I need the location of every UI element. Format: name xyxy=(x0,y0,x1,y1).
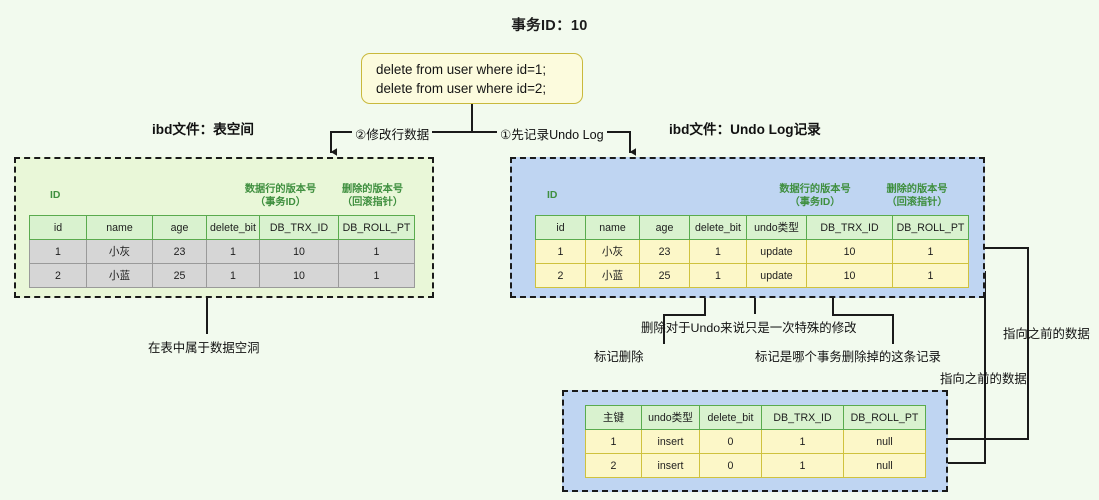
tablespace-cell: 小蓝 xyxy=(86,263,153,288)
insert-undolog-cell: 1 xyxy=(761,429,844,454)
tablespace-id-caption: ID xyxy=(50,190,61,201)
sql-line-2: delete from user where id=2; xyxy=(376,81,547,96)
insert-undolog-column-header: 主键 xyxy=(585,405,642,430)
tablespace-cell: 1 xyxy=(29,239,87,264)
tablespace-cell: 10 xyxy=(259,239,339,264)
undolog-caption-version: 数据行的版本号 （事务ID） xyxy=(765,184,865,209)
tablespace-cell: 2 xyxy=(29,263,87,288)
undolog-caption-version-line1: 数据行的版本号 xyxy=(779,184,851,195)
insert-undolog-cell: insert xyxy=(641,453,700,478)
tablespace-cell: 23 xyxy=(152,239,207,264)
undolog-caption-delete-version-line1: 删除的版本号 xyxy=(886,184,948,195)
insert-undolog-cell: null xyxy=(843,453,926,478)
connector-label-record-undo: ①先记录Undo Log xyxy=(497,124,607,143)
undolog-cell: 1 xyxy=(535,239,586,264)
undolog-column-header: delete_bit xyxy=(689,215,747,240)
tablespace-cell: 10 xyxy=(259,263,339,288)
insert-undolog-cell: insert xyxy=(641,429,700,454)
insert-undolog-column-header: delete_bit xyxy=(699,405,762,430)
undolog-cell: update xyxy=(746,263,807,288)
undolog-cell: 小蓝 xyxy=(585,263,640,288)
tablespace-caption-delete-version-line1: 删除的版本号 xyxy=(341,184,404,195)
tablespace-caption-version-line1: 数据行的版本号 xyxy=(244,184,317,195)
undolog-cell: 1 xyxy=(892,239,969,264)
insert-undolog-cell: 1 xyxy=(585,429,642,454)
undolog-cell: 25 xyxy=(639,263,690,288)
note-data-hole: 在表中属于数据空洞 xyxy=(148,341,260,355)
tablespace-caption-delete-version-line2: （回滚指针） xyxy=(341,196,404,208)
undolog-cell: 1 xyxy=(689,263,747,288)
note-mark-delete: 标记删除 xyxy=(594,350,644,364)
tablespace-column-header: DB_ROLL_PT xyxy=(338,215,415,240)
undolog-column-header: name xyxy=(585,215,640,240)
transaction-id-title: 事务ID：10 xyxy=(511,18,588,34)
insert-undolog-cell: null xyxy=(843,429,926,454)
tablespace-caption-version-line2: （事务ID） xyxy=(255,196,306,208)
undolog-column-header: undo类型 xyxy=(746,215,807,240)
tablespace-column-header: age xyxy=(152,215,207,240)
region-title-tablespace: ibd文件：表空间 xyxy=(152,122,254,137)
connector-label-modify-row: ②修改行数据 xyxy=(352,124,433,143)
sql-statement-box: delete from user where id=1; delete from… xyxy=(361,53,583,104)
tablespace-cell: 25 xyxy=(152,263,207,288)
undolog-cell: 10 xyxy=(806,263,893,288)
undolog-caption-delete-version: 删除的版本号 （回滚指针） xyxy=(872,184,962,209)
tablespace-cell: 小灰 xyxy=(86,239,153,264)
tablespace-cell: 1 xyxy=(338,239,415,264)
tablespace-cell: 1 xyxy=(338,263,415,288)
undolog-caption-version-line2: （事务ID） xyxy=(789,196,841,208)
arrow-mark-delete xyxy=(663,289,712,344)
undolog-cell: 1 xyxy=(892,263,969,288)
insert-undolog-cell: 0 xyxy=(699,429,762,454)
region-title-undolog: ibd文件：Undo Log记录 xyxy=(669,122,821,137)
undolog-column-header: age xyxy=(639,215,690,240)
pointer-line-row1 xyxy=(918,247,1029,443)
insert-undolog-cell: 0 xyxy=(699,453,762,478)
undolog-column-header: DB_ROLL_PT xyxy=(892,215,969,240)
tablespace-caption-delete-version: 删除的版本号 （回滚指针） xyxy=(330,184,415,209)
note-point-previous-2: 指向之前的数据 xyxy=(940,372,1027,386)
undolog-column-header: id xyxy=(535,215,586,240)
undolog-cell: 小灰 xyxy=(585,239,640,264)
tablespace-caption-version: 数据行的版本号 （事务ID） xyxy=(233,184,328,209)
sql-line-1: delete from user where id=1; xyxy=(376,62,547,77)
undolog-cell: 2 xyxy=(535,263,586,288)
insert-undolog-cell: 1 xyxy=(761,453,844,478)
undolog-cell: 1 xyxy=(689,239,747,264)
tablespace-cell: 1 xyxy=(206,263,260,288)
insert-undolog-cell: 2 xyxy=(585,453,642,478)
undolog-column-header: DB_TRX_ID xyxy=(806,215,893,240)
undolog-id-caption: ID xyxy=(547,190,558,201)
insert-undolog-column-header: undo类型 xyxy=(641,405,700,430)
tablespace-column-header: name xyxy=(86,215,153,240)
note-point-previous-1: 指向之前的数据 xyxy=(1003,327,1090,341)
tablespace-column-header: DB_TRX_ID xyxy=(259,215,339,240)
tablespace-column-header: delete_bit xyxy=(206,215,260,240)
tablespace-cell: 1 xyxy=(206,239,260,264)
insert-undolog-column-header: DB_ROLL_PT xyxy=(843,405,926,430)
tablespace-column-header: id xyxy=(29,215,87,240)
undolog-cell: update xyxy=(746,239,807,264)
insert-undolog-column-header: DB_TRX_ID xyxy=(761,405,844,430)
undolog-cell: 23 xyxy=(639,239,690,264)
undolog-cell: 10 xyxy=(806,239,893,264)
arrow-which-trx xyxy=(832,289,894,344)
note-which-transaction: 标记是哪个事务删除掉的这条记录 xyxy=(755,350,941,364)
note-special-update: 删除对于Undo来说只是一次特殊的修改 xyxy=(641,321,857,335)
undolog-caption-delete-version-line2: （回滚指针） xyxy=(886,196,948,208)
